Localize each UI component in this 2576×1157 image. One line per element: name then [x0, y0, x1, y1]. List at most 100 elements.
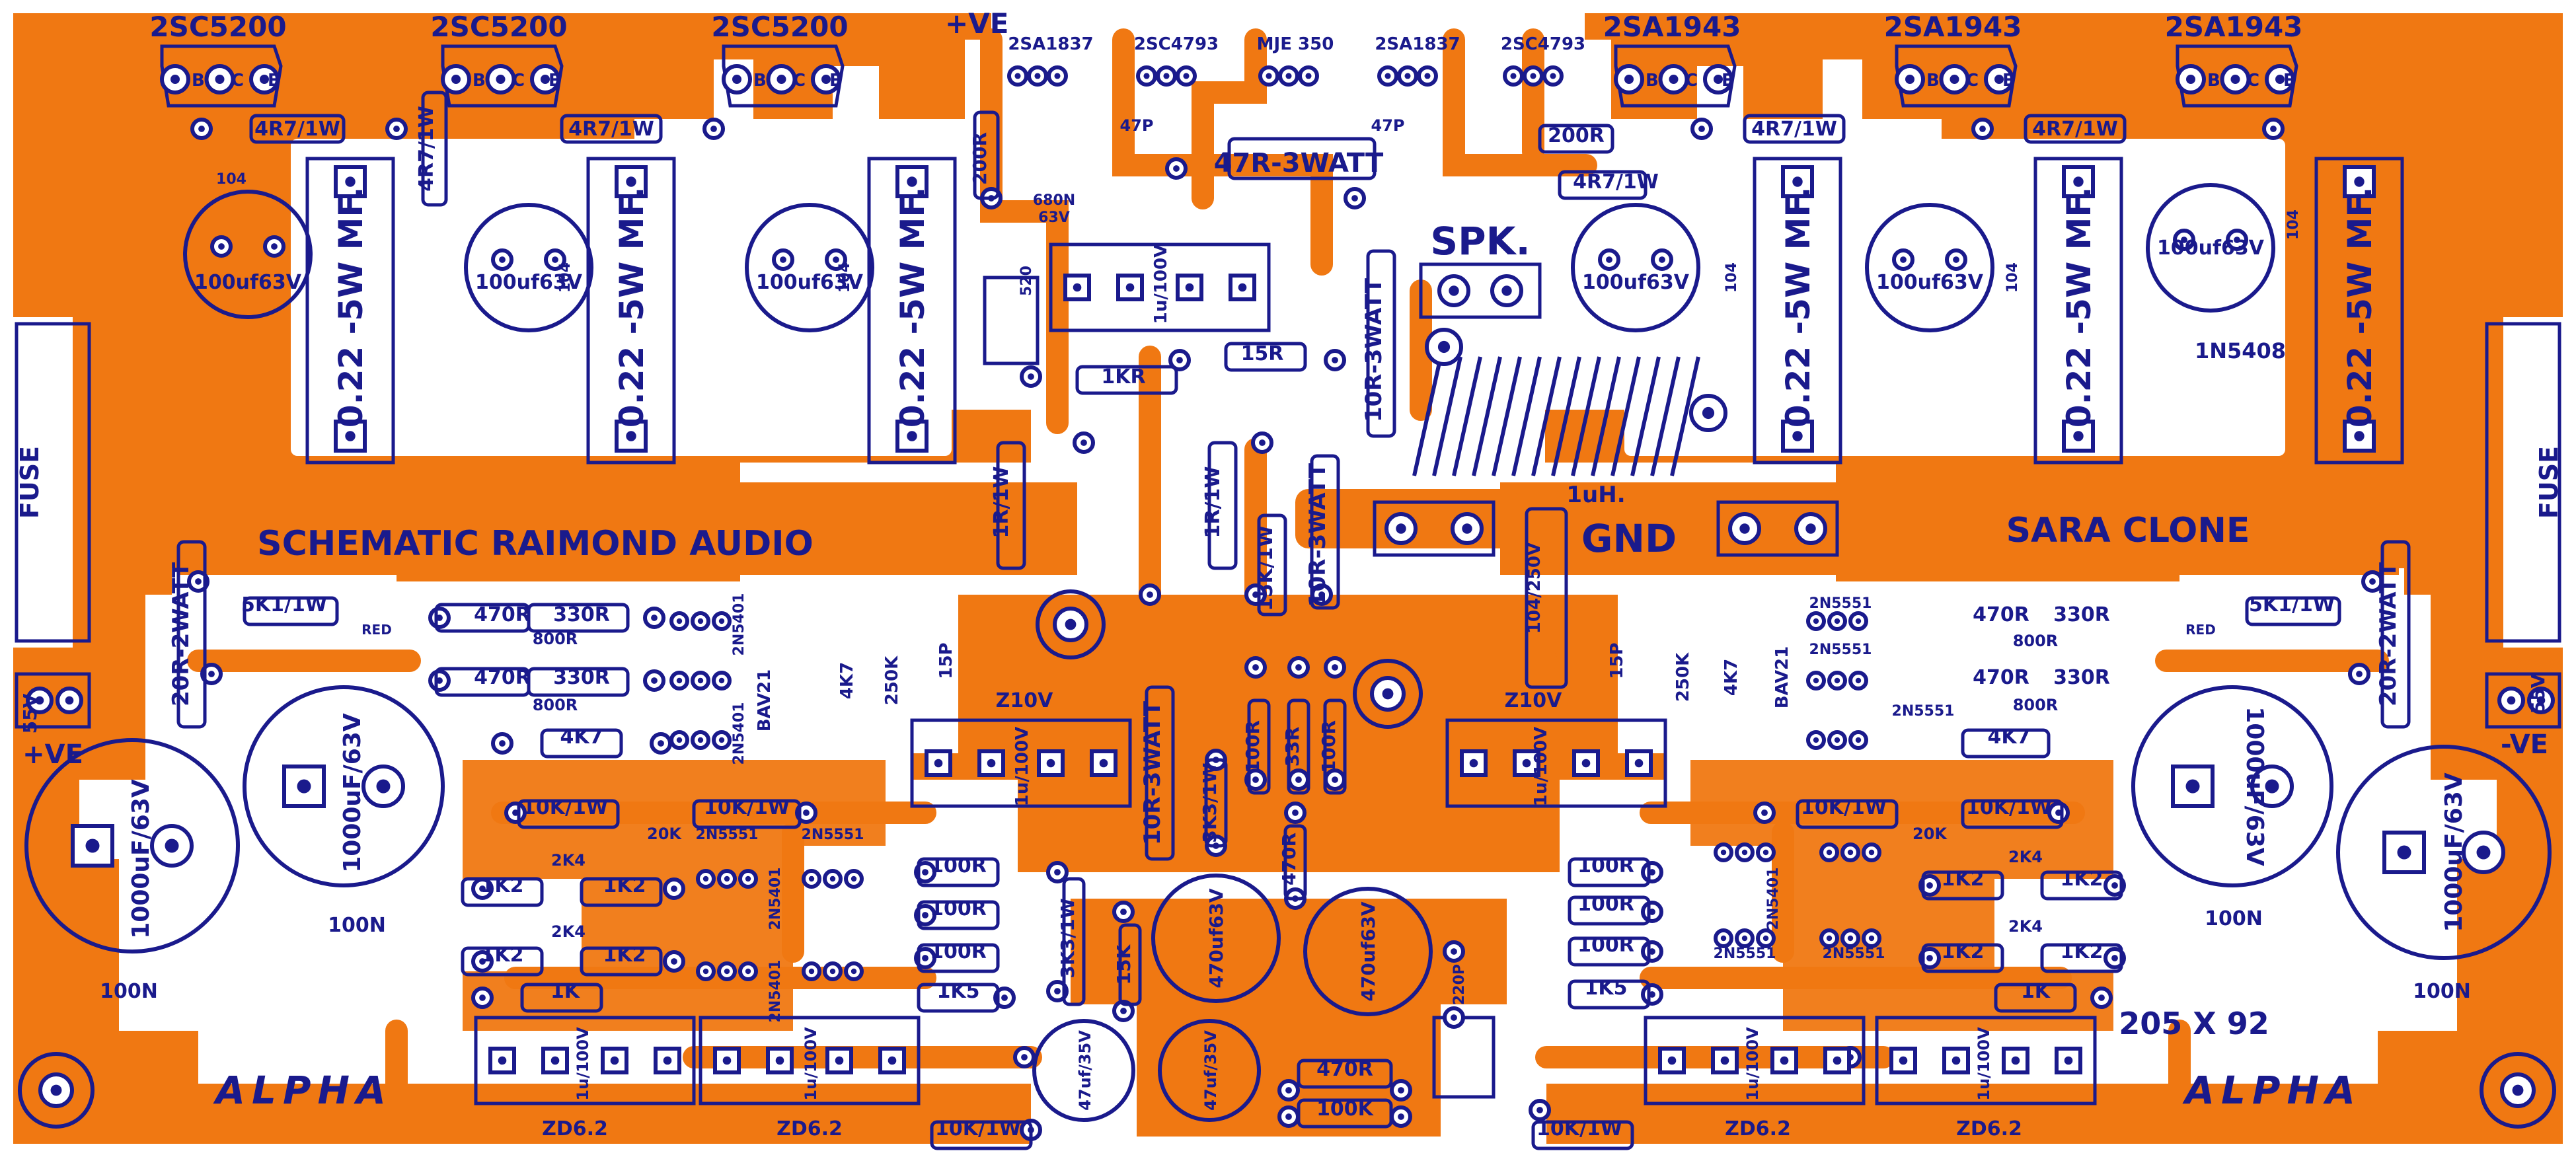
cap-1000uf-left	[24, 738, 240, 953]
drill-hole	[1899, 1056, 1908, 1065]
film-cap-outline	[1644, 1016, 1866, 1105]
power-resistor-outline	[586, 157, 676, 465]
pin-e: E	[549, 71, 560, 91]
drill-hole	[1034, 73, 1041, 79]
r330-right: 330R	[2053, 603, 2110, 626]
drill-hole	[1449, 285, 1459, 296]
r10-3w-vert-2: 10R-3WATT	[1305, 463, 1331, 607]
drill-hole	[1185, 283, 1194, 292]
resistor-body	[1538, 124, 1614, 154]
drill-hole	[1054, 73, 1061, 79]
supply-left-voltage: 55V	[19, 693, 41, 733]
r800-right-2: 800R	[2013, 696, 2059, 714]
r100-vert-2: 100R	[1318, 720, 1340, 773]
drill-hole	[829, 968, 836, 975]
drill-hole	[1292, 809, 1299, 816]
cap-47uf-1	[1032, 1019, 1135, 1122]
drill-hole	[833, 256, 839, 263]
transistor-label-q1: 2SC5200	[149, 11, 286, 43]
fuse-holder-right	[2485, 322, 2561, 643]
r100-right-1: 100R	[1577, 854, 1634, 877]
drill-hole	[550, 1056, 560, 1065]
drill-hole	[1332, 776, 1338, 783]
r1k2-left-2: 1K2	[603, 874, 646, 897]
cap-100uf-label: 100uf63V	[756, 271, 864, 294]
drill-hole	[1295, 664, 1302, 671]
mount-hole-4	[2480, 1052, 2556, 1129]
drill-hole	[1073, 283, 1082, 292]
drill-hole	[922, 955, 928, 961]
r800-left-2: 800R	[533, 696, 578, 714]
drill-hole	[851, 968, 857, 975]
drill-hole	[198, 126, 205, 132]
drill-hole	[345, 176, 356, 187]
resistor-body	[1796, 799, 1899, 829]
power-resistor-outline	[305, 157, 395, 465]
drill-hole	[676, 618, 683, 624]
c100n-left: 100N	[328, 914, 386, 937]
drill-hole	[1926, 882, 1933, 889]
c1u-left-bottom-2: 1u/100V	[802, 1027, 820, 1101]
drill-hole	[1462, 523, 1472, 534]
drill-hole	[1099, 759, 1108, 768]
cap-100uf-5	[1865, 203, 1994, 332]
drill-hole	[1120, 909, 1127, 915]
drill-hole	[512, 809, 519, 816]
drill-hole	[2536, 696, 2546, 705]
drill-hole	[1295, 776, 1302, 783]
drill-hole	[2064, 1056, 2073, 1065]
t5551-left-2: 2N5551	[802, 827, 864, 843]
drill-hole	[1868, 935, 1875, 942]
drill-hole	[552, 256, 558, 263]
solder-pad	[1781, 420, 1814, 453]
c680n-v-label: 63V	[1038, 209, 1070, 226]
fuse-label-right: FUSE	[2534, 446, 2563, 519]
drill-hole	[1266, 73, 1272, 79]
drill-hole	[722, 1056, 732, 1065]
r470-left: 470R	[474, 603, 531, 626]
drill-hole	[922, 869, 928, 876]
gap-heatsink-left	[291, 139, 952, 456]
t5551-right-5: 2N5551	[1892, 703, 1955, 720]
drill-hole	[1080, 439, 1087, 446]
drill-hole	[710, 126, 717, 132]
schematic-title: SCHEMATIC RAIMOND AUDIO	[257, 524, 814, 564]
drill-hole	[1252, 776, 1259, 783]
resistor-body	[2380, 540, 2411, 729]
resistor-body	[1743, 114, 1846, 144]
r10k1w-right: 10K/1W	[1801, 796, 1887, 819]
resistor-body	[461, 877, 544, 907]
resistor-body	[1297, 1059, 1393, 1089]
drill-hole	[2270, 126, 2277, 132]
power-resistor-label: 0.22 -5W MF.	[2060, 187, 2098, 428]
drill-hole	[671, 885, 677, 892]
drill-hole	[2111, 882, 2118, 889]
drill-hole	[1900, 256, 1907, 263]
cap-100uf-3	[745, 203, 874, 332]
drill-hole	[1926, 955, 1933, 961]
r10k1w-left-2: 10K/1W	[704, 796, 790, 819]
pin-b: B	[753, 71, 767, 91]
resistor-body	[580, 946, 663, 977]
cap-100uf-1	[183, 190, 313, 319]
r250k-left: 250K	[882, 655, 902, 705]
pin-e: E	[268, 71, 280, 91]
drill-hole	[2275, 75, 2285, 84]
drill-hole	[345, 431, 356, 441]
copper-bottom-band-right	[1546, 1084, 2378, 1144]
resistor-body	[1145, 685, 1175, 861]
drill-hole	[1046, 759, 1055, 768]
transistor-label-q4: 2SA1943	[1603, 11, 1741, 43]
alpha-logo-left: ALPHA	[213, 1068, 393, 1113]
drill-hole	[2098, 994, 2105, 1001]
bce-left: B C E B C E B C E B C E B C E B C E	[192, 71, 2295, 91]
drill-hole	[2073, 431, 2084, 441]
power-resistor-outline	[2314, 157, 2404, 465]
r10k1w-right-2: 10K/1W	[1966, 796, 2052, 819]
mount-hole-3	[18, 1052, 95, 1129]
drill-hole	[1183, 73, 1190, 79]
inductor-coil	[1412, 356, 1700, 476]
drill-hole	[1054, 988, 1061, 994]
drill-hole	[1649, 909, 1655, 915]
alpha-logo-right: ALPHA	[2182, 1068, 2362, 1113]
